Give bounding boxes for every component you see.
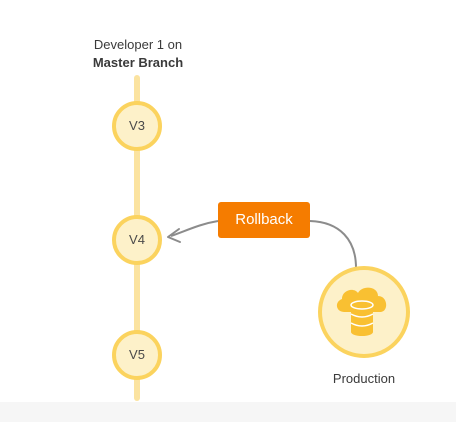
production-label: Production xyxy=(332,371,396,386)
version-node-v4[interactable] xyxy=(112,215,162,265)
developer-label: Developer 1 on xyxy=(93,37,183,52)
rollback-arrow-line xyxy=(170,220,219,237)
footer-band xyxy=(0,402,456,422)
cloud-database-icon xyxy=(336,287,387,336)
rollback-button[interactable]: Rollback xyxy=(218,202,310,238)
version-label-v4: V4 xyxy=(129,232,145,247)
arrow-head-icon xyxy=(167,228,181,243)
branch-header: Developer 1 on Master Branch xyxy=(58,36,218,72)
version-node-v5[interactable] xyxy=(112,330,162,380)
version-label-v5: V5 xyxy=(129,347,145,362)
version-node-v3[interactable] xyxy=(112,101,162,151)
branch-name-label: Master Branch xyxy=(92,55,184,70)
version-label-v3: V3 xyxy=(129,118,145,133)
production-connector-line xyxy=(309,220,357,269)
